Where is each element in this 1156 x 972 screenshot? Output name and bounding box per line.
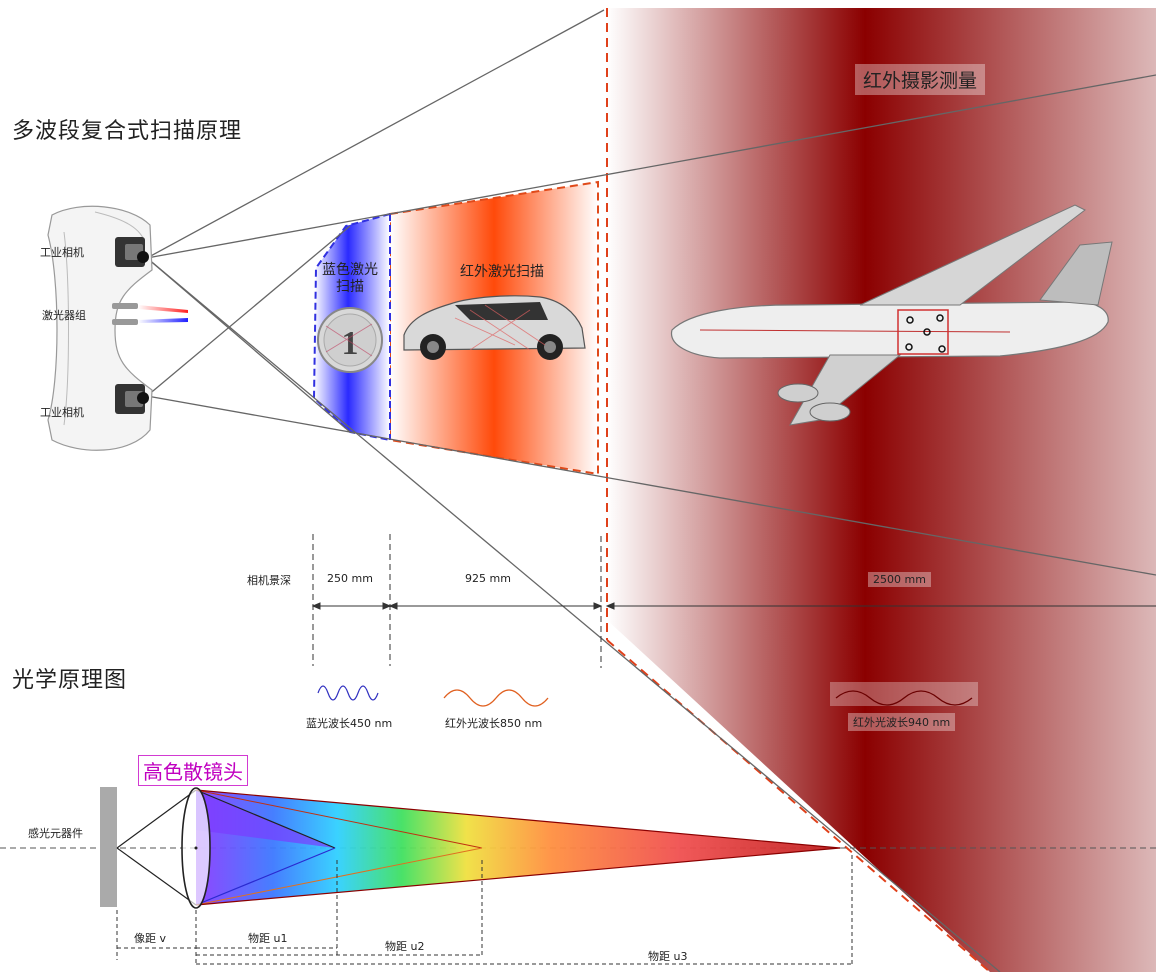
blue-zone-label-line1: 蓝色激光 bbox=[322, 262, 378, 278]
svg-text:1: 1 bbox=[342, 325, 359, 362]
blue-wave-label: 蓝光波长450 nm bbox=[306, 717, 393, 730]
ir-zone bbox=[607, 8, 1156, 972]
ir-zone-label: 红外摄影测量 bbox=[855, 64, 986, 95]
car-illustration bbox=[403, 295, 586, 360]
fov-lines bbox=[146, 9, 1156, 972]
laser-beam-blue bbox=[138, 318, 188, 323]
depth-dimensions bbox=[311, 534, 1156, 668]
camera-bottom-label: 工业相机 bbox=[40, 406, 84, 419]
ir-wave-label: 红外光波长940 nm bbox=[848, 713, 956, 731]
laser-beam-red bbox=[138, 305, 188, 313]
object-distance-u1-label: 物距 u1 bbox=[248, 932, 288, 945]
depth-d3: 2500 mm bbox=[868, 572, 931, 587]
object-distance-u2-label: 物距 u2 bbox=[385, 940, 425, 953]
optics-diagram bbox=[0, 787, 1156, 909]
optics-dimensions bbox=[116, 855, 853, 965]
depth-d2: 925 mm bbox=[465, 572, 511, 585]
blue-zone-label: 蓝色激光 扫描 bbox=[318, 262, 382, 296]
coin-illustration: 1 bbox=[317, 307, 383, 373]
camera-top-label: 工业相机 bbox=[40, 246, 84, 259]
object-distance-u3-label: 物距 u3 bbox=[648, 950, 688, 963]
main-title: 多波段复合式扫描原理 bbox=[12, 119, 243, 144]
blue-zone-label-line2: 扫描 bbox=[336, 279, 364, 295]
image-distance-label: 像距 v bbox=[134, 932, 167, 945]
red-wave bbox=[443, 689, 549, 707]
lens-title: 高色散镜头 bbox=[138, 755, 248, 786]
laser-group-label: 激光器组 bbox=[42, 309, 86, 322]
sensor-label: 感光元器件 bbox=[28, 827, 83, 840]
red-zone-label: 红外激光扫描 bbox=[460, 264, 544, 280]
depth-d1: 250 mm bbox=[327, 572, 373, 585]
optics-title: 光学原理图 bbox=[12, 668, 128, 693]
red-wave-label: 红外光波长850 nm bbox=[445, 717, 543, 730]
scanner-device bbox=[47, 205, 153, 451]
blue-wave bbox=[317, 685, 379, 701]
depth-label: 相机景深 bbox=[247, 574, 291, 587]
ir-wave bbox=[835, 690, 973, 706]
airplane-illustration bbox=[671, 204, 1113, 426]
